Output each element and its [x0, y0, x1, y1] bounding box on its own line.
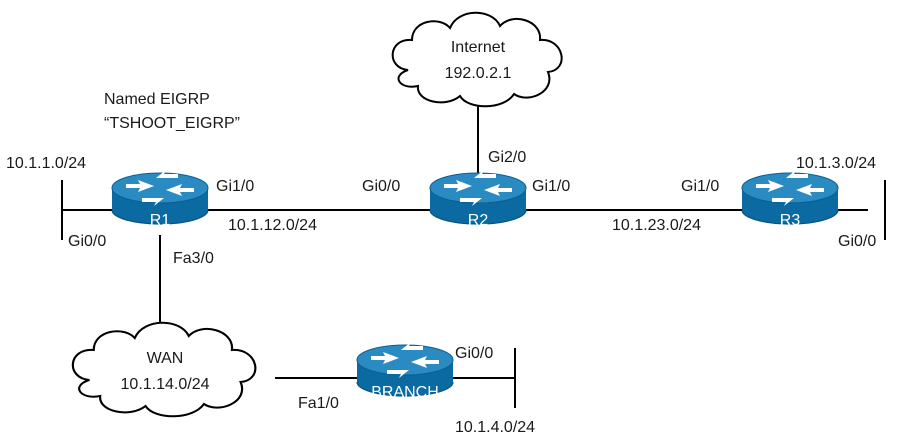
r2-gi2-0-label: Gi2/0: [488, 149, 526, 166]
wan-cloud-icon: [71, 321, 257, 418]
router-r1-label: R1: [150, 212, 171, 229]
r2-gi1-0-label: Gi1/0: [532, 178, 570, 195]
r2-r3-network-label: 10.1.23.0/24: [612, 217, 701, 234]
wan-network-label: 10.1.14.0/24: [121, 376, 210, 393]
r3-gi0-0-label: Gi0/0: [838, 233, 876, 250]
internet-cloud-label: Internet: [451, 39, 506, 56]
protocol-note-line1: Named EIGRP: [104, 91, 210, 108]
r2-gi0-0-label: Gi0/0: [362, 178, 400, 195]
router-branch-label: BRANCH: [371, 384, 439, 401]
wan-cloud-label: WAN: [147, 350, 184, 367]
branch-fa1-0-label: Fa1/0: [298, 395, 339, 412]
r1-lan-network-label: 10.1.1.0/24: [6, 155, 86, 172]
r3-lan-network-label: 10.1.3.0/24: [796, 155, 876, 172]
internet-address-label: 192.0.2.1: [445, 65, 512, 82]
router-r2-label: R2: [468, 212, 489, 229]
branch-gi0-0-label: Gi0/0: [455, 345, 493, 362]
router-r3-label: R3: [780, 212, 801, 229]
r3-gi1-0-label: Gi1/0: [681, 178, 719, 195]
r1-gi0-0-label: Gi0/0: [68, 233, 106, 250]
r1-gi1-0-label: Gi1/0: [216, 178, 254, 195]
branch-lan-network-label: 10.1.4.0/24: [455, 419, 535, 436]
internet-cloud-icon: [391, 11, 563, 108]
r1-fa3-0-label: Fa3/0: [173, 250, 214, 267]
r1-r2-network-label: 10.1.12.0/24: [228, 217, 317, 234]
protocol-note-line2: “TSHOOT_EIGRP”: [104, 115, 240, 132]
